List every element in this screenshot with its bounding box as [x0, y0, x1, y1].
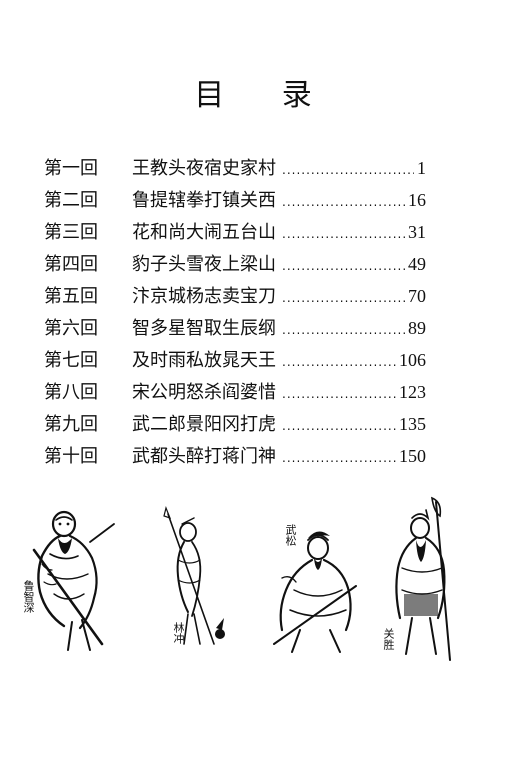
toc-chapter-number: 第三回 — [44, 222, 98, 243]
toc-chapter-title: 宋公明怒杀阎婆惜 — [132, 382, 276, 403]
toc-chapter-number: 第八回 — [44, 382, 98, 403]
toc-chapter-title: 王教头夜宿史家村 — [132, 158, 276, 179]
toc-dot-leader — [282, 355, 396, 369]
illustration-caption: 鲁智深 — [22, 580, 35, 613]
toc-page-number: 49 — [408, 254, 426, 274]
table-of-contents: 第一回 王教头夜宿史家村 1 第二回 鲁提辖拳打镇关西 16 第三回 花和尚大闹… — [44, 154, 426, 474]
illustration-guan-sheng: 关胜 — [376, 494, 476, 666]
toc-entry[interactable]: 第七回 及时雨私放晁天王 106 — [44, 346, 426, 378]
toc-chapter-title: 武都头醉打蒋门神 — [132, 446, 276, 467]
toc-chapter-title: 汴京城杨志卖宝刀 — [132, 286, 276, 307]
toc-entry[interactable]: 第八回 宋公明怒杀阎婆惜 123 — [44, 378, 426, 410]
illustration-lin-chong: 林冲 — [148, 494, 238, 654]
toc-chapter-title: 及时雨私放晁天王 — [132, 350, 276, 371]
toc-chapter-number: 第一回 — [44, 158, 98, 179]
toc-entry[interactable]: 第一回 王教头夜宿史家村 1 — [44, 154, 426, 186]
toc-chapter-title: 花和尚大闹五台山 — [132, 222, 276, 243]
warrior-figure-icon — [32, 510, 115, 651]
illustration-caption: 关胜 — [382, 628, 395, 650]
toc-chapter-number: 第九回 — [44, 414, 98, 435]
illustration-caption: 林冲 — [172, 622, 185, 644]
toc-chapter-number: 第二回 — [44, 190, 98, 211]
toc-chapter-title: 豹子头雪夜上梁山 — [132, 254, 276, 275]
toc-page-number: 123 — [399, 382, 426, 402]
toc-page-number: 1 — [417, 158, 426, 178]
toc-chapter-number: 第十回 — [44, 446, 98, 467]
toc-chapter-title: 智多星智取生辰纲 — [132, 318, 276, 339]
toc-entry[interactable]: 第六回 智多星智取生辰纲 89 — [44, 314, 426, 346]
page-title: 目 录 — [194, 78, 336, 113]
toc-chapter-title: 鲁提辖拳打镇关西 — [132, 190, 276, 211]
toc-chapter-title: 武二郎景阳冈打虎 — [132, 414, 276, 435]
toc-dot-leader — [282, 387, 396, 401]
toc-chapter-number: 第六回 — [44, 318, 98, 339]
toc-page-number: 89 — [408, 318, 426, 338]
toc-chapter-number: 第五回 — [44, 286, 98, 307]
toc-dot-leader — [282, 323, 405, 337]
toc-page-number: 16 — [408, 190, 426, 210]
toc-entry[interactable]: 第四回 豹子头雪夜上梁山 49 — [44, 250, 426, 282]
toc-page-number: 135 — [399, 414, 426, 434]
warrior-figure-icon — [273, 531, 357, 653]
toc-entry[interactable]: 第五回 汴京城杨志卖宝刀 70 — [44, 282, 426, 314]
toc-page-number: 106 — [399, 350, 426, 370]
character-illustrations: 鲁智深 林冲 — [20, 494, 486, 666]
toc-dot-leader — [282, 227, 405, 241]
toc-dot-leader — [282, 163, 414, 177]
illustration-lu-zhishen: 鲁智深 — [20, 494, 120, 654]
toc-chapter-number: 第四回 — [44, 254, 98, 275]
toc-dot-leader — [282, 451, 396, 465]
illustration-caption: 武松 — [284, 524, 297, 546]
toc-page-number: 70 — [408, 286, 426, 306]
toc-page-number: 150 — [399, 446, 426, 466]
toc-entry[interactable]: 第九回 武二郎景阳冈打虎 135 — [44, 410, 426, 442]
toc-dot-leader — [282, 419, 396, 433]
toc-dot-leader — [282, 291, 405, 305]
toc-chapter-number: 第七回 — [44, 350, 98, 371]
toc-dot-leader — [282, 195, 405, 209]
warrior-figure-icon — [395, 496, 451, 661]
warrior-figure-icon — [163, 506, 225, 645]
toc-page-number: 31 — [408, 222, 426, 242]
toc-dot-leader — [282, 259, 405, 273]
toc-entry[interactable]: 第十回 武都头醉打蒋门神 150 — [44, 442, 426, 474]
illustration-wu-song: 武松 — [260, 494, 370, 654]
toc-entry[interactable]: 第三回 花和尚大闹五台山 31 — [44, 218, 426, 250]
toc-entry[interactable]: 第二回 鲁提辖拳打镇关西 16 — [44, 186, 426, 218]
